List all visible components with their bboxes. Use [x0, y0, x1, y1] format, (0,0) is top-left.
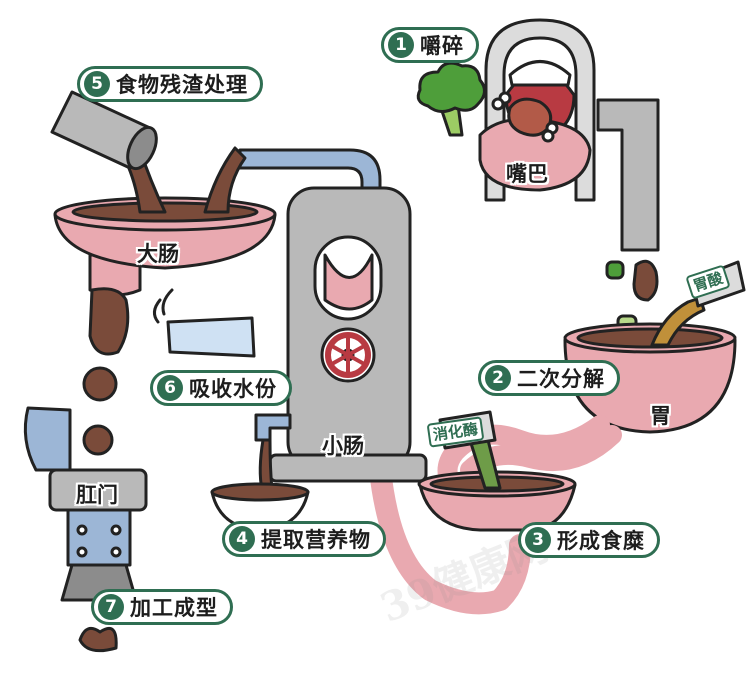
step-7-form: 7 加工成型 [91, 589, 233, 625]
step-label: 加工成型 [130, 596, 218, 620]
step-1-chew: 1 嚼碎 [381, 27, 479, 63]
anus-illustration [23, 406, 148, 653]
nutrient-bowl [210, 482, 310, 532]
chyme-bowl [417, 410, 577, 532]
step-number: 3 [525, 527, 551, 553]
step-5-residue: 5 食物残渣处理 [77, 66, 263, 102]
water-absorb-cone [153, 288, 256, 358]
step-4-extract-nutrients: 4 提取营养物 [222, 521, 386, 557]
meat-on-bone-icon [491, 91, 559, 143]
step-label: 提取营养物 [261, 528, 371, 552]
step-label: 食物残渣处理 [116, 73, 248, 97]
small-intestine-machine [238, 148, 428, 483]
organ-label-small-intestine: 小肠 [322, 434, 364, 458]
step-label: 形成食糜 [557, 529, 645, 553]
duodenum-tube [369, 459, 531, 615]
step-number: 4 [229, 526, 255, 552]
step-label: 吸收水份 [189, 377, 277, 401]
residue-canister [50, 90, 158, 171]
organ-label-mouth: 嘴巴 [506, 162, 548, 186]
organ-label-large-intestine: 大肠 [137, 242, 179, 266]
step-3-chyme: 3 形成食糜 [518, 522, 660, 558]
step-label: 二次分解 [517, 367, 605, 391]
step-label: 嚼碎 [420, 34, 464, 58]
step-number: 5 [84, 71, 110, 97]
step-number: 2 [485, 365, 511, 391]
organ-label-anus: 肛门 [76, 483, 118, 507]
stool-blobs [82, 287, 130, 456]
organ-label-stomach: 胃 [650, 404, 671, 428]
step-6-absorb-water: 6 吸收水份 [150, 370, 292, 406]
nutrient-drip [258, 438, 274, 492]
step-2-decompose: 2 二次分解 [478, 360, 620, 396]
large-intestine-illustration [53, 146, 277, 297]
step-number: 7 [98, 594, 124, 620]
step-number: 1 [388, 32, 414, 58]
esophagus-pipe [596, 98, 660, 252]
step-number: 6 [157, 375, 183, 401]
broccoli-icon [416, 61, 486, 137]
